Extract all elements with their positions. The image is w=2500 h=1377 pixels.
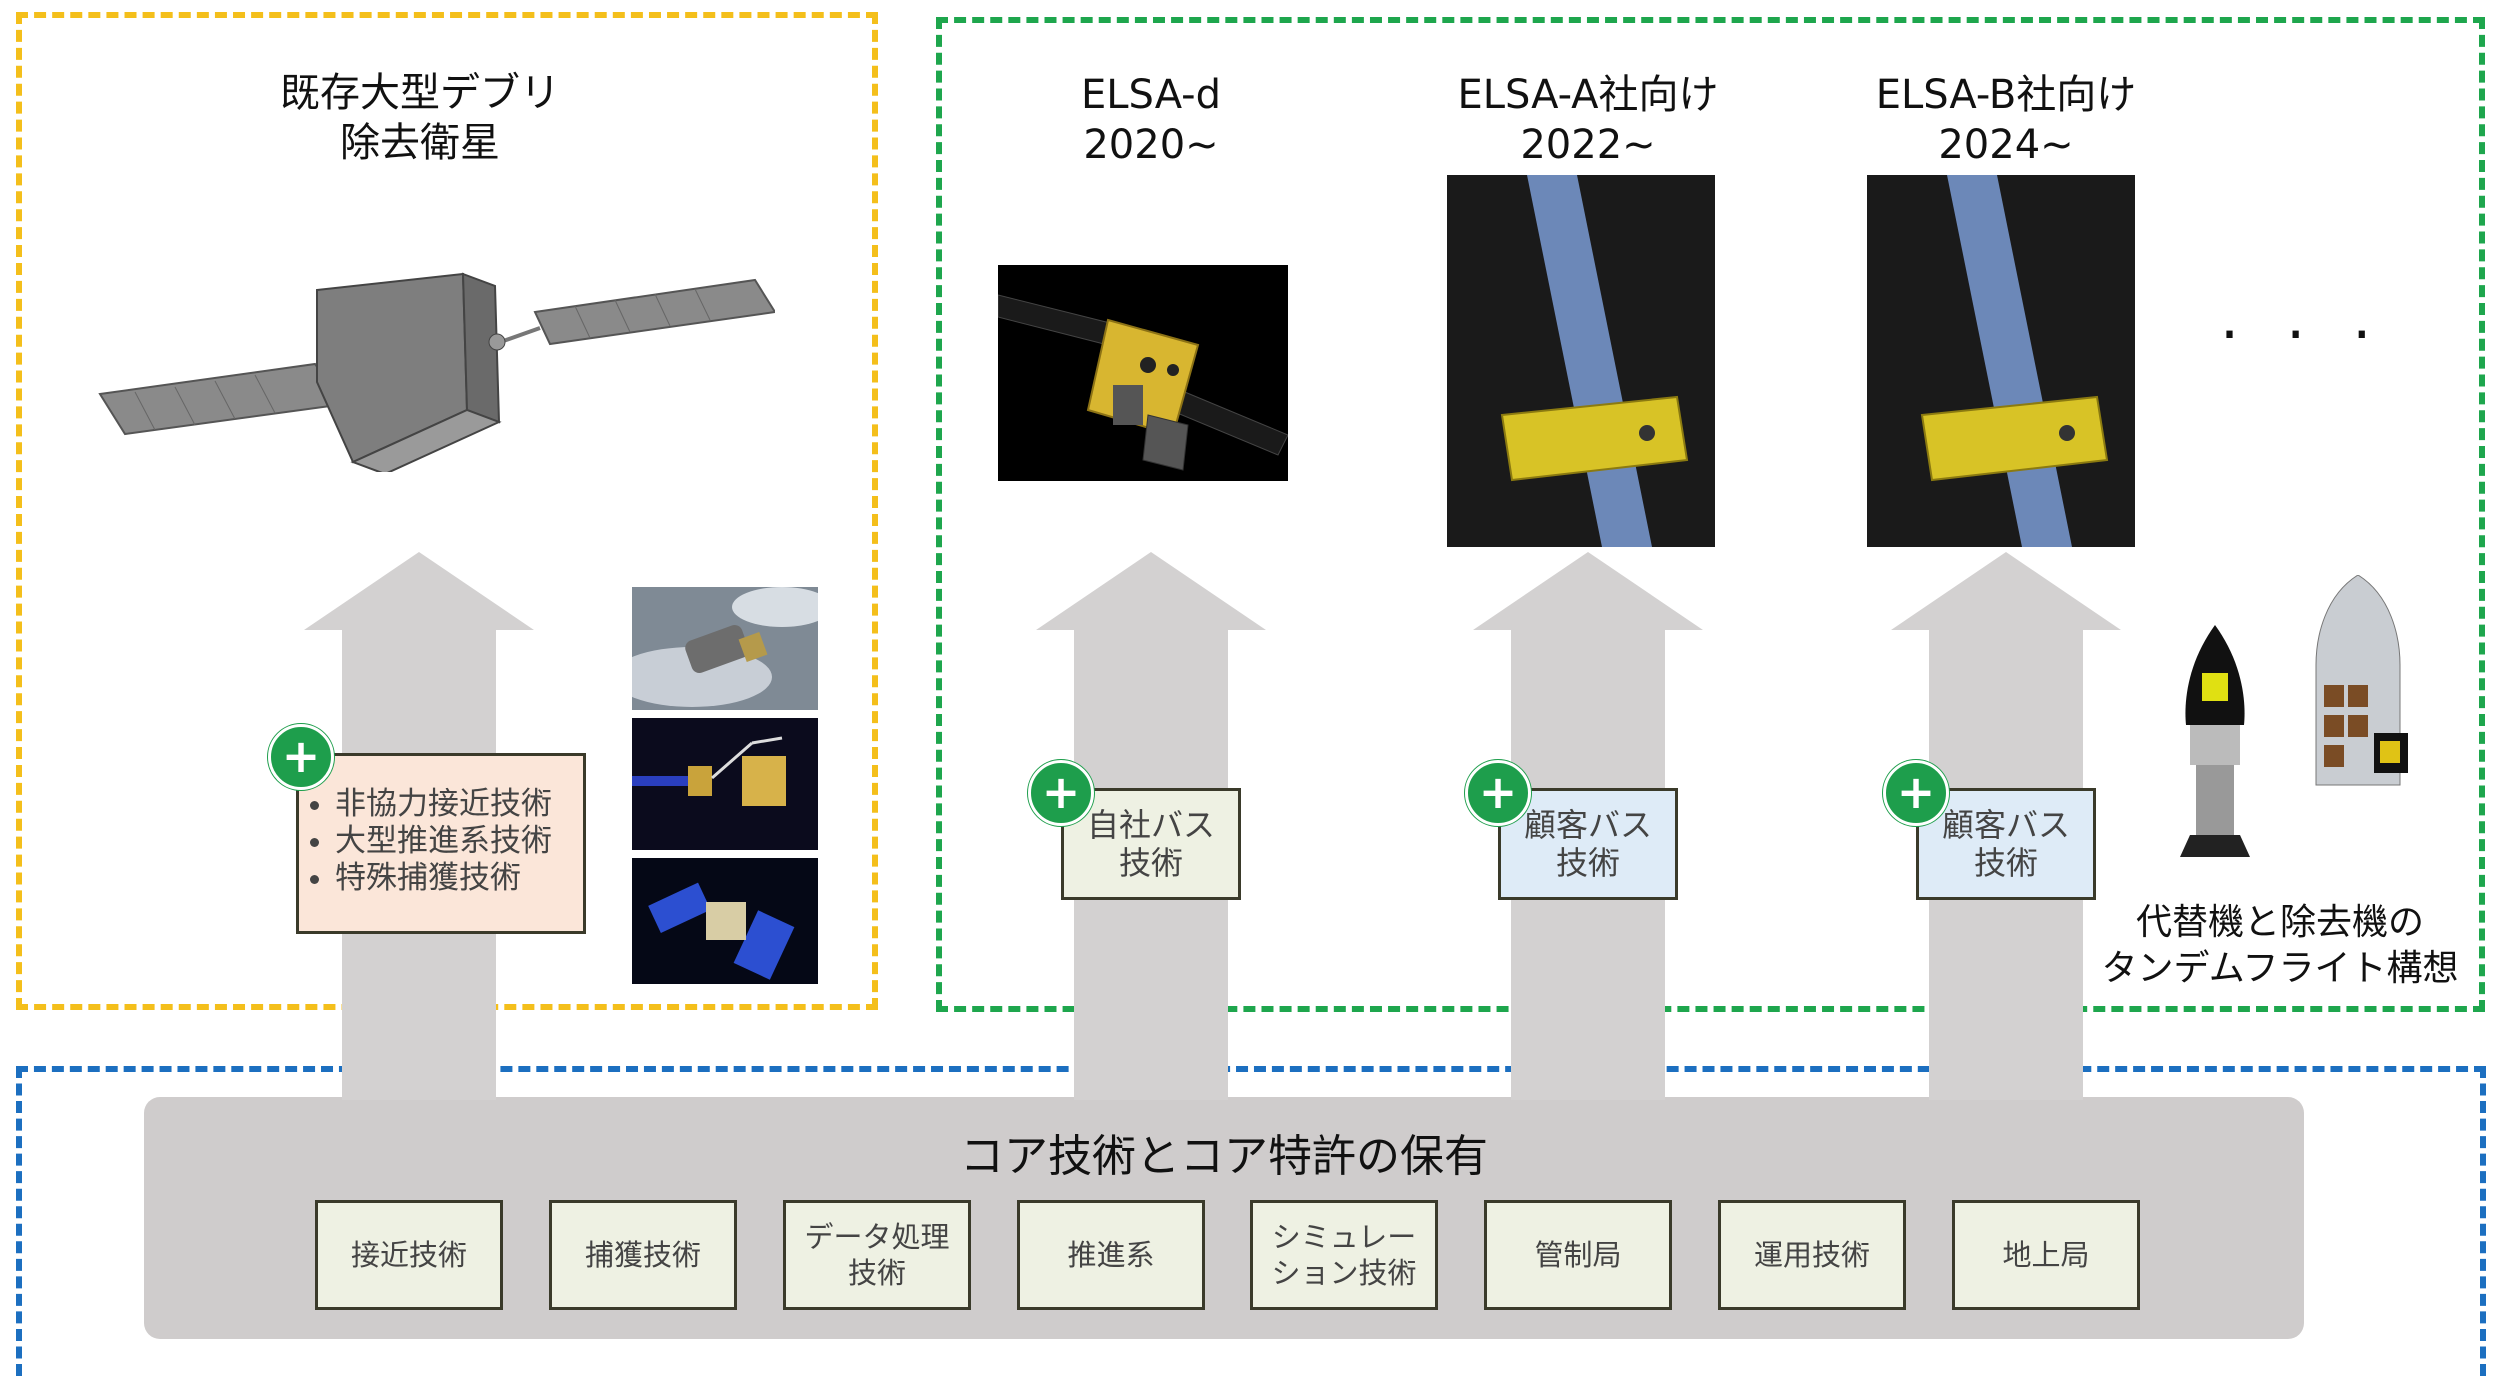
- existing-satellite-title: 既存大型デブリ 除去衛星: [220, 68, 620, 168]
- plus-icon: +: [1883, 760, 1949, 826]
- plus-icon: +: [1465, 760, 1531, 826]
- mission-title-elsa-d: ELSA-d 2020~: [1001, 70, 1301, 170]
- elsa-a-image: [1447, 175, 1715, 547]
- special-technology-box: 非協力接近技術 大型推進系技術 特殊捕獲技術: [296, 753, 586, 934]
- mission-year: 2020~: [1083, 122, 1219, 168]
- core-technology-title: コア技術とコア特許の保有: [960, 1131, 1488, 1182]
- mission-year: 2024~: [1938, 122, 2074, 168]
- skill-box-propulsion: 推進系: [1017, 1200, 1205, 1310]
- elsa-missions-frame: [936, 17, 2485, 1012]
- rocket-fairing-image: [2180, 625, 2250, 857]
- skill-box-approach: 接近技術: [315, 1200, 503, 1310]
- mission-title-elsa-b: ELSA-B社向け 2024~: [1816, 70, 2196, 170]
- plus-icon: +: [1028, 760, 1094, 826]
- core-technology-band: [144, 1097, 2304, 1339]
- mission-year: 2022~: [1520, 122, 1656, 168]
- feature-item: 特殊捕獲技術: [335, 860, 583, 897]
- skill-box-data-processing: データ処理 技術: [783, 1200, 971, 1310]
- tandem-flight-caption: 代替機と除去機の タンデムフライト構想: [2080, 900, 2480, 992]
- mission-title-elsa-a: ELSA-A社向け 2022~: [1398, 70, 1778, 170]
- existing-title-line1: 既存大型デブリ: [280, 70, 560, 116]
- more-missions-ellipsis: · · ·: [2220, 300, 2386, 370]
- plus-icon: +: [268, 724, 334, 790]
- skill-box-operations: 運用技術: [1718, 1200, 1906, 1310]
- skill-box-capture: 捕獲技術: [549, 1200, 737, 1310]
- existing-title-line2: 除去衛星: [340, 120, 500, 166]
- large-debris-satellite-image: [98, 272, 775, 472]
- skill-box-ground-station: 地上局: [1952, 1200, 2140, 1310]
- mission-name: ELSA-d: [1081, 72, 1221, 118]
- tandem-dispenser-image: [2315, 575, 2408, 786]
- elsa-b-image: [1867, 175, 2135, 547]
- feature-item: 非協力接近技術: [335, 786, 583, 823]
- skill-box-simulation: シミュレー ション技術: [1250, 1200, 1438, 1310]
- mission-name: ELSA-A社向け: [1457, 72, 1719, 118]
- spacecraft-earth-photo: [632, 587, 818, 710]
- mission-name: ELSA-B社向け: [1875, 72, 2137, 118]
- tandem-caption-line2: タンデムフライト構想: [2101, 948, 2459, 989]
- solar-panel-satellite-photo: [632, 858, 818, 984]
- skill-box-control-station: 管制局: [1484, 1200, 1672, 1310]
- feature-item: 大型推進系技術: [335, 823, 583, 860]
- tandem-caption-line1: 代替機と除去機の: [2135, 902, 2424, 943]
- core-technology-frame: [16, 1066, 2486, 1376]
- elsa-d-image: [998, 265, 1288, 481]
- capture-arm-photo: [632, 718, 818, 850]
